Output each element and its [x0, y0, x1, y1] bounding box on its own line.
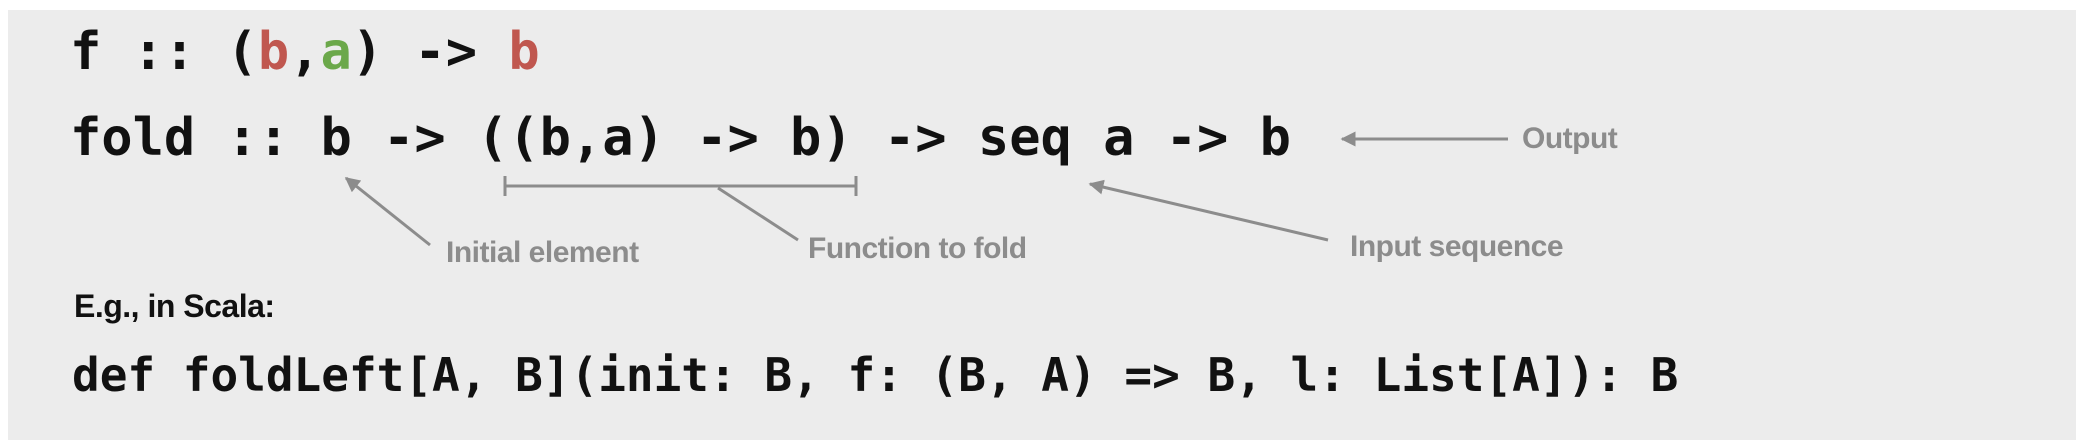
signature-sep: :: ( — [101, 22, 258, 82]
left-border — [0, 0, 8, 440]
signature-arrow: ) -> — [351, 22, 509, 82]
function-signature-f: f :: (b,a) -> b — [70, 26, 540, 78]
example-heading: E.g., in Scala: — [74, 288, 275, 324]
type-b: b — [257, 22, 290, 82]
top-border — [0, 0, 2076, 10]
return-type-b: b — [508, 22, 540, 82]
input-sequence-arrow — [1088, 179, 1329, 242]
fold-signature: fold :: b -> ((b,a) -> b) -> seq a -> b — [70, 108, 1291, 168]
function-to-fold-label: Function to fold — [808, 232, 1027, 265]
function-to-fold-arrow — [717, 186, 799, 242]
scala-foldleft-signature: def foldLeft[A, B](init: B, f: (B, A) =>… — [72, 348, 1679, 402]
input-sequence-label: Input sequence — [1350, 230, 1564, 263]
type-a: a — [320, 22, 352, 82]
initial-element-arrow — [344, 176, 431, 247]
initial-element-label: Initial element — [446, 236, 639, 269]
signature-comma: , — [289, 22, 321, 82]
function-bracket — [503, 176, 858, 196]
output-label: Output — [1522, 122, 1618, 155]
fn-name: f — [70, 22, 102, 82]
